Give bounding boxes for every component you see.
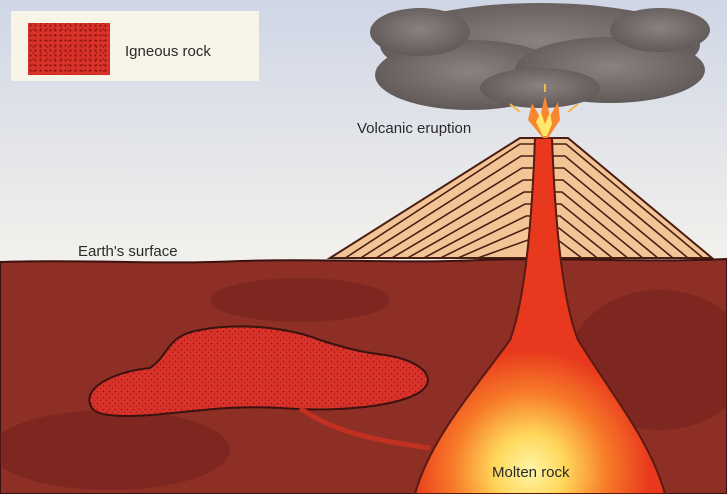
igneous-rock-swatch [28,23,110,75]
legend-label-igneous-rock: Igneous rock [125,43,211,60]
label-earths-surface: Earth's surface [78,243,178,260]
label-molten-rock: Molten rock [492,464,570,481]
legend: Igneous rock [11,11,259,81]
ash-cloud [370,3,710,110]
label-volcanic-eruption: Volcanic eruption [357,120,471,137]
